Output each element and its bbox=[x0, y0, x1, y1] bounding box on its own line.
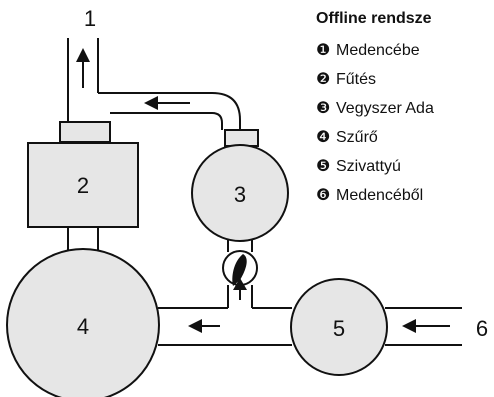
legend-number: ❸ bbox=[316, 100, 331, 117]
legend-number: ❶ bbox=[316, 42, 331, 59]
main-arrow-head bbox=[188, 319, 202, 333]
label-filter: 4 bbox=[77, 314, 89, 339]
return-pipe-outer bbox=[98, 92, 241, 130]
legend-number: ❺ bbox=[316, 158, 331, 175]
filter-circle bbox=[6, 248, 160, 397]
legend-number: ❻ bbox=[316, 187, 331, 204]
chem-connector bbox=[224, 129, 259, 147]
legend-item: ❹ Szűrő bbox=[316, 127, 434, 156]
legend-text: Vegyszer Ada bbox=[336, 100, 434, 117]
legend-item: ❷ Fűtés bbox=[316, 69, 434, 98]
inlet-arrow-head bbox=[402, 319, 416, 333]
valve-handle-icon bbox=[232, 254, 247, 286]
chem-dosing-circle bbox=[191, 144, 289, 242]
label-inlet: 6 bbox=[476, 316, 488, 341]
heater-box bbox=[27, 142, 139, 228]
legend-item: ❸ Vegyszer Ada bbox=[316, 98, 434, 127]
legend-text: Medencéből bbox=[336, 187, 424, 204]
label-chem: 3 bbox=[234, 182, 246, 207]
legend-number: ❷ bbox=[316, 71, 331, 88]
branch-arrow-head bbox=[233, 278, 247, 290]
legend-item: ❺ Szivattyú bbox=[316, 156, 434, 185]
legend-item: ❻ Medencéből bbox=[316, 185, 434, 214]
label-heater: 2 bbox=[77, 173, 89, 198]
label-pump: 5 bbox=[333, 316, 345, 341]
legend-title: Offline rendsze bbox=[316, 10, 432, 27]
legend-text: Fűtés bbox=[336, 71, 377, 88]
heater-connector bbox=[59, 121, 111, 143]
return-arrow-head bbox=[144, 96, 158, 110]
legend-text: Szűrő bbox=[336, 129, 378, 146]
label-outlet: 1 bbox=[84, 6, 96, 31]
legend-list: ❶ Medencébe ❷ Fűtés ❸ Vegyszer Ada ❹ Szűrő ❺… bbox=[316, 40, 434, 214]
legend-number: ❹ bbox=[316, 129, 331, 146]
up-arrow-head bbox=[76, 48, 90, 62]
return-pipe-inner bbox=[110, 112, 223, 130]
legend-text: Medencébe bbox=[336, 42, 420, 59]
legend-item: ❶ Medencébe bbox=[316, 40, 434, 69]
legend-text: Szivattyú bbox=[336, 158, 401, 175]
pump-circle bbox=[290, 278, 388, 376]
